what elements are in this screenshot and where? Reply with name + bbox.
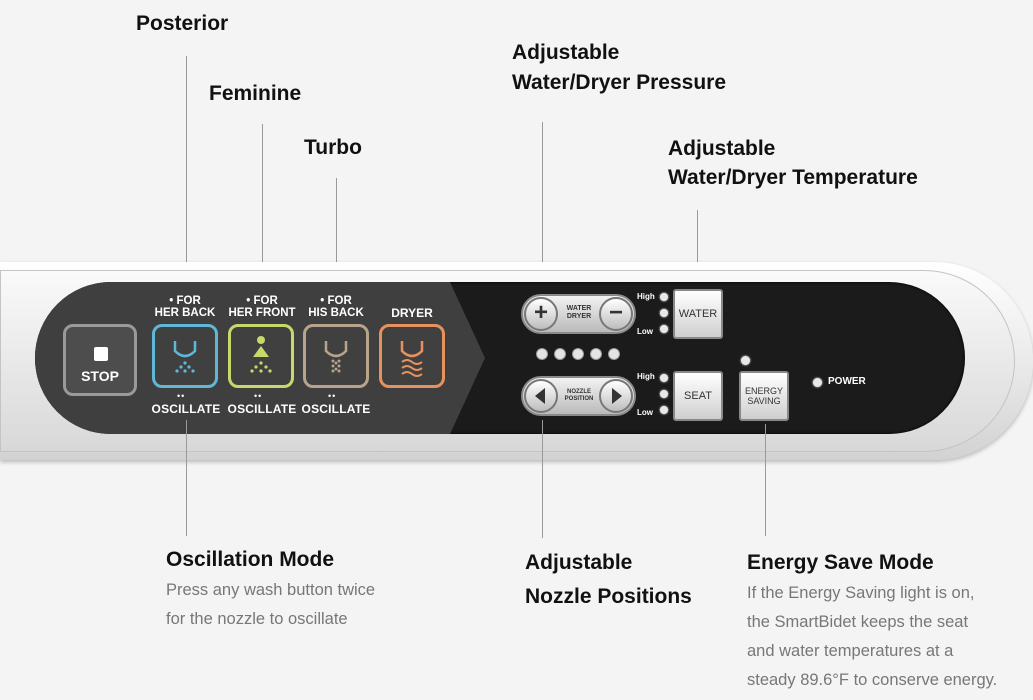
water-dryer-label: WATER DRYER — [558, 305, 600, 321]
nozzle-forward-button[interactable] — [599, 379, 633, 413]
his-back-oscillate-label: OSCILLATE — [301, 402, 371, 416]
energy-leader — [765, 424, 766, 536]
her-front-label-line1: • FOR — [246, 295, 278, 307]
her-front-oscillate-label: OSCILLATE — [227, 402, 297, 416]
energy-saving-indicator — [741, 356, 750, 365]
nozzle-position-indicator-4 — [590, 348, 602, 360]
energy-desc-line1: If the Energy Saving light is on, — [747, 584, 975, 602]
nozzle-back-button[interactable] — [524, 379, 558, 413]
stop-label: STOP — [81, 368, 119, 384]
water-temperature-button[interactable]: WATER — [673, 289, 723, 339]
water-dryer-label-line1: WATER — [566, 305, 592, 312]
energy-saving-label-line1: ENERGY — [744, 386, 783, 396]
seat-level-led-2 — [660, 390, 668, 398]
pressure-level-led-2 — [660, 309, 668, 317]
dryer-label: DRYER — [391, 306, 433, 320]
energy-desc-line2: the SmartBidet keeps the seat — [747, 613, 969, 631]
oscillation-desc-line1: Press any wash button twice — [166, 581, 376, 599]
nozzle-callout-line2: Nozzle Positions — [525, 585, 692, 608]
feminine-wash-icon — [250, 336, 272, 373]
her-front-label-line2: HER FRONT — [228, 307, 296, 319]
oscillation-mode-title: Oscillation Mode — [166, 548, 335, 571]
posterior-callout: Posterior — [136, 12, 229, 35]
nozzle-position-indicator-5 — [608, 348, 620, 360]
pressure-level-led-1 — [660, 325, 668, 333]
turbo-callout: Turbo — [304, 136, 362, 159]
pressure-high-label: High — [637, 292, 655, 301]
dryer-icon — [400, 341, 424, 377]
turbo-wash-icon — [324, 341, 348, 373]
nozzle-callout-line1: Adjustable — [525, 551, 633, 574]
temperature-callout-line2: Water/Dryer Temperature — [668, 166, 918, 189]
his-back-label-line2: HIS BACK — [308, 307, 364, 319]
posterior-leader — [186, 56, 187, 298]
her-front-button[interactable] — [228, 324, 294, 388]
power-indicator-light — [813, 378, 822, 387]
pressure-callout-line1: Adjustable — [512, 41, 620, 64]
energy-saving-label-line2: SAVING — [747, 396, 781, 406]
energy-desc-line4: steady 89.6°F to conserve energy. — [747, 671, 998, 689]
power-label: POWER — [828, 376, 866, 387]
turbo-leader — [336, 178, 337, 298]
his-back-label-line1: • FOR — [320, 295, 352, 307]
nozzle-leader — [542, 420, 543, 538]
nozzle-position-indicator-3 — [572, 348, 584, 360]
pressure-decrease-button[interactable]: − — [599, 297, 633, 331]
stop-icon — [94, 347, 108, 361]
temperature-callout-line1: Adjustable — [668, 137, 776, 160]
energy-save-title: Energy Save Mode — [747, 551, 934, 574]
her-back-label-line2: HER BACK — [154, 307, 216, 319]
water-dryer-label-line2: DRYER — [566, 313, 592, 320]
stop-button[interactable]: STOP — [63, 324, 137, 396]
pressure-low-label: Low — [637, 327, 653, 336]
dryer-button[interactable] — [379, 324, 445, 388]
her-back-oscillate-dots: •• — [177, 391, 186, 401]
seat-level-led-1 — [660, 406, 668, 414]
pressure-level-led-3 — [660, 293, 668, 301]
his-back-button[interactable] — [303, 324, 369, 388]
seat-level-led-3 — [660, 374, 668, 382]
her-back-button[interactable] — [152, 324, 218, 388]
nozzle-position-label: NOZZLE POSITION — [558, 389, 600, 403]
her-back-oscillate-label: OSCILLATE — [151, 402, 221, 416]
feminine-leader — [262, 124, 263, 300]
seat-low-label: Low — [637, 408, 653, 417]
temperature-leader — [697, 210, 698, 290]
pressure-leader — [542, 122, 543, 292]
nozzle-position-indicator-1 — [536, 348, 548, 360]
posterior-wash-icon — [173, 341, 197, 373]
nozzle-position-label-line1: NOZZLE — [567, 389, 591, 395]
her-back-label-line1: • FOR — [169, 295, 201, 307]
seat-temperature-button[interactable]: SEAT — [673, 371, 723, 421]
oscillation-desc-line2: for the nozzle to oscillate — [166, 610, 348, 628]
pressure-increase-button[interactable]: + — [524, 297, 558, 331]
arrow-right-icon — [612, 388, 622, 404]
pressure-callout-line2: Water/Dryer Pressure — [512, 71, 726, 94]
his-back-oscillate-dots: •• — [328, 391, 337, 401]
feminine-callout: Feminine — [209, 82, 302, 105]
energy-saving-button[interactable]: ENERGY SAVING — [739, 371, 789, 421]
nozzle-position-indicator-2 — [554, 348, 566, 360]
her-front-oscillate-dots: •• — [254, 391, 263, 401]
seat-high-label: High — [637, 372, 655, 381]
arrow-left-icon — [535, 388, 545, 404]
oscillation-leader — [186, 420, 187, 536]
energy-desc-line3: and water temperatures at a — [747, 642, 954, 660]
nozzle-position-label-line2: POSITION — [564, 396, 594, 402]
